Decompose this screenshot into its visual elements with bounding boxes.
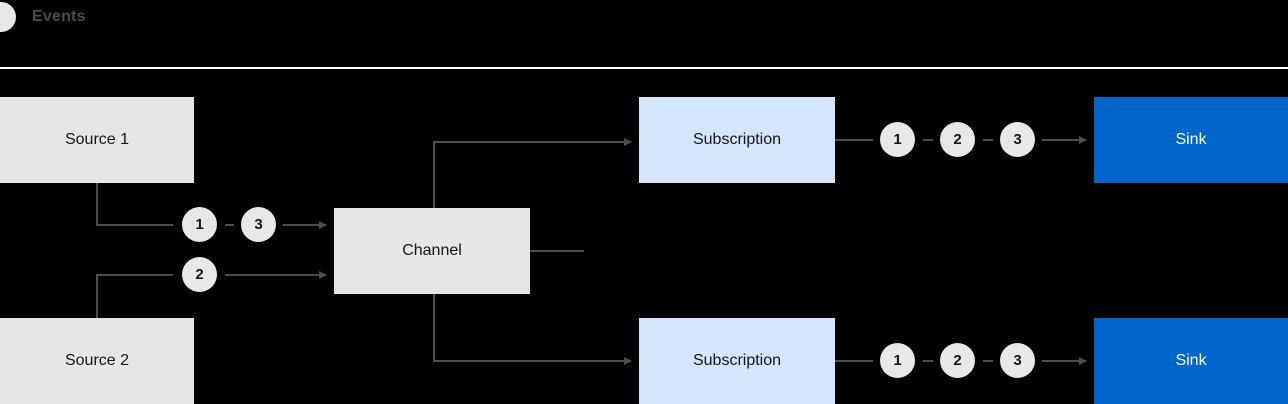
event-token: 2 xyxy=(940,343,975,378)
node-subscription-2[interactable]: Subscription xyxy=(639,318,835,404)
event-token: 2 xyxy=(182,257,217,292)
event-token: 2 xyxy=(940,122,975,157)
node-source-2[interactable]: Source 2 xyxy=(0,318,194,404)
event-token: 3 xyxy=(241,207,276,242)
event-token: 1 xyxy=(182,207,217,242)
event-token: 3 xyxy=(1000,343,1035,378)
event-token: 3 xyxy=(1000,122,1035,157)
node-subscription-1[interactable]: Subscription xyxy=(639,97,835,183)
legend-label: Events xyxy=(32,8,86,25)
event-token: 1 xyxy=(880,122,915,157)
node-sink-1[interactable]: Sink xyxy=(1094,97,1288,183)
node-channel[interactable]: Channel xyxy=(334,208,530,294)
event-token: 1 xyxy=(880,343,915,378)
header-divider xyxy=(0,67,1288,69)
legend: Events xyxy=(0,0,86,34)
node-source-1[interactable]: Source 1 xyxy=(0,97,194,183)
node-sink-2[interactable]: Sink xyxy=(1094,318,1288,404)
event-dot-icon xyxy=(0,2,16,32)
